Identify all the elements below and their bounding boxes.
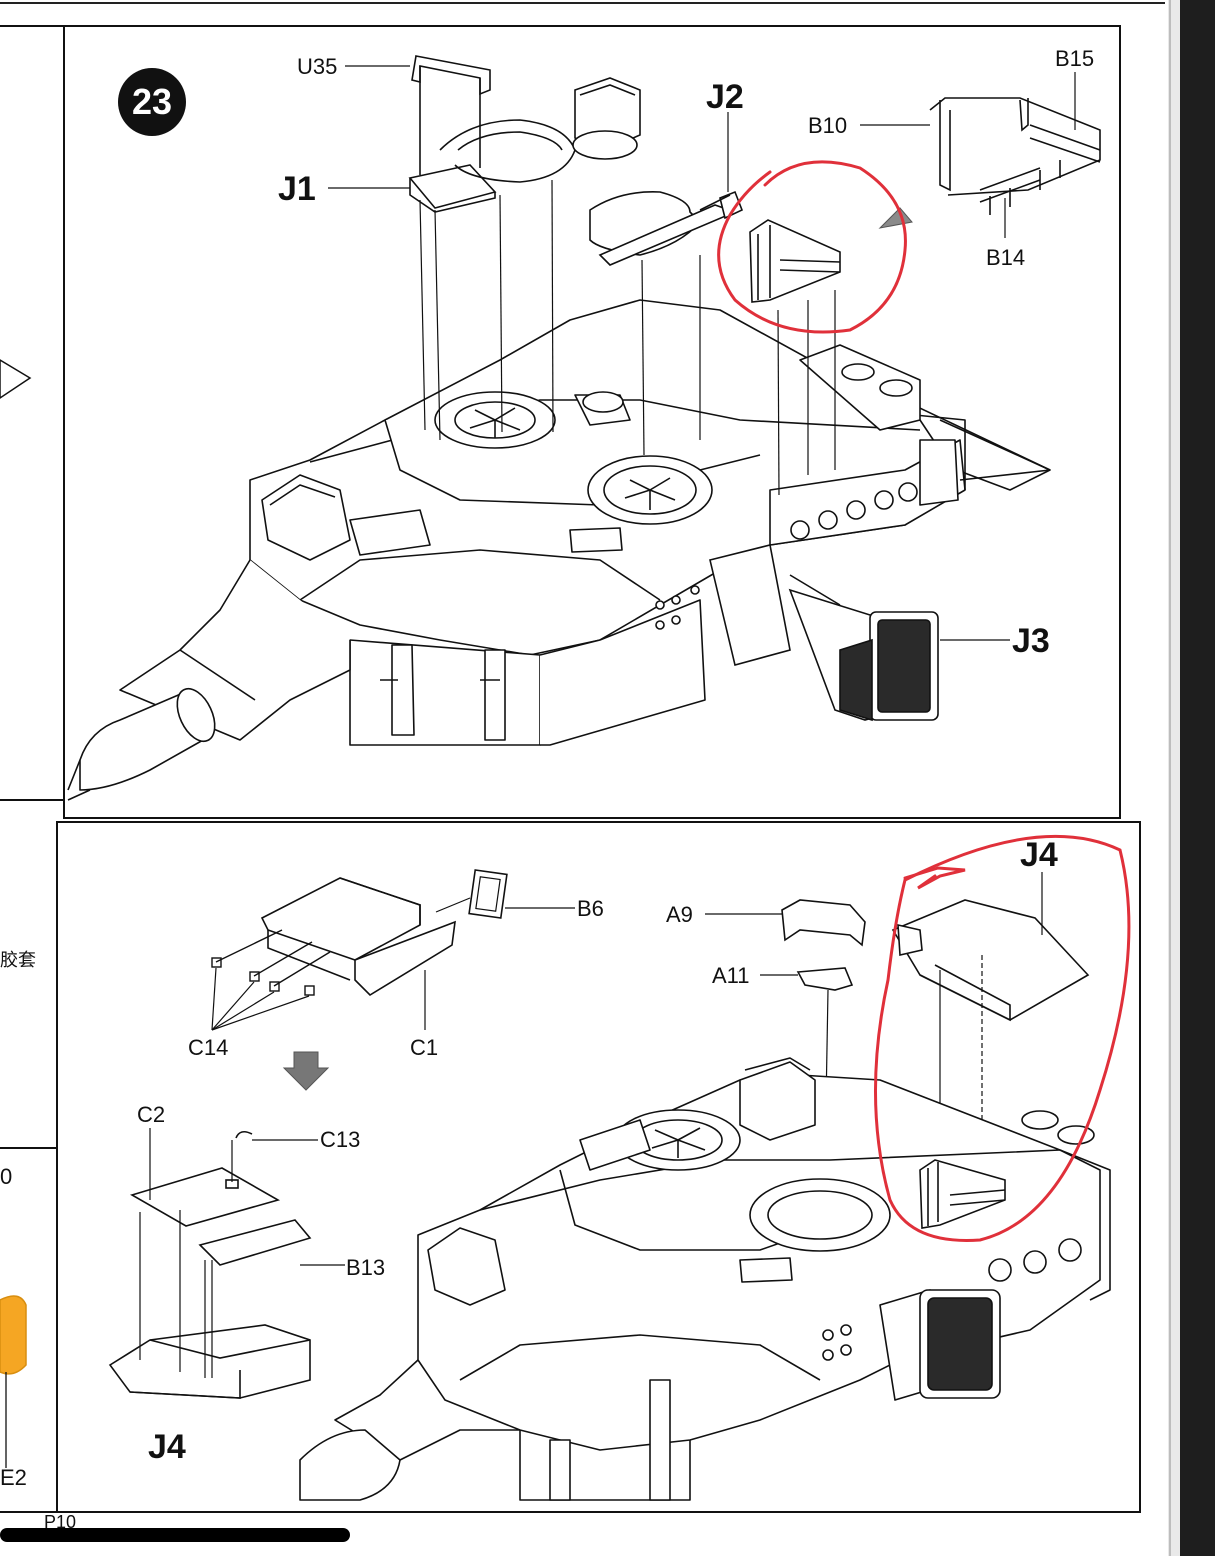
red-annotations xyxy=(717,160,1131,1242)
page-number: P10 xyxy=(44,1512,77,1532)
j3-bag xyxy=(709,544,939,722)
b6-plate xyxy=(468,869,508,919)
edge-digit: 0 xyxy=(0,1164,13,1189)
c14-parts xyxy=(211,929,331,996)
callout-u35: U35 xyxy=(297,54,338,79)
callout-leaders xyxy=(149,65,1076,1266)
callout-c1: C1 xyxy=(410,1035,439,1060)
callout-a9: A9 xyxy=(666,902,693,927)
a9-a11-parts xyxy=(781,899,866,1106)
home-indicator-bar[interactable] xyxy=(0,1528,350,1542)
j1-sight-parts xyxy=(408,55,576,213)
callout-b6: B6 xyxy=(577,896,604,921)
callout-j1: J1 xyxy=(278,170,316,208)
edge-part-label: E2 xyxy=(0,1465,27,1490)
j4-guide-lines xyxy=(139,1140,233,1378)
callout-j4-bottom: J4 xyxy=(148,1428,186,1466)
callout-j3: J3 xyxy=(1012,622,1050,660)
callout-c2: C2 xyxy=(137,1102,166,1127)
direction-arrow-top xyxy=(878,207,913,229)
j2-gun-parts xyxy=(572,77,744,266)
j4-cover xyxy=(891,899,1090,1160)
step-number-badge: 23 xyxy=(118,68,186,136)
callout-b13: B13 xyxy=(346,1255,386,1280)
callout-a11: A11 xyxy=(712,963,750,988)
callout-c14: C14 xyxy=(188,1035,229,1060)
j4-subassembly xyxy=(108,1130,312,1399)
callout-c13: C13 xyxy=(320,1127,361,1152)
callout-b10: B10 xyxy=(808,113,848,138)
rack-parts-b10-b14-b15 xyxy=(929,97,1101,215)
chinese-text-fragment: 胶套 xyxy=(0,950,36,970)
callout-j4-top: J4 xyxy=(1020,836,1058,874)
callout-b14: B14 xyxy=(986,245,1026,270)
callout-b15: B15 xyxy=(1055,46,1095,71)
turret-top-drawing xyxy=(67,299,1051,801)
circled-rack-part xyxy=(749,219,841,303)
direction-arrow-down xyxy=(282,1051,330,1091)
callout-j2: J2 xyxy=(706,78,744,116)
guide-lines xyxy=(419,179,836,496)
c1-box xyxy=(260,877,456,997)
dark-background-strip xyxy=(1178,0,1215,1556)
turret-bottom-drawing xyxy=(299,1057,1111,1501)
panel-borders xyxy=(0,25,1141,1513)
bottom-circled-rack xyxy=(919,1159,1006,1229)
